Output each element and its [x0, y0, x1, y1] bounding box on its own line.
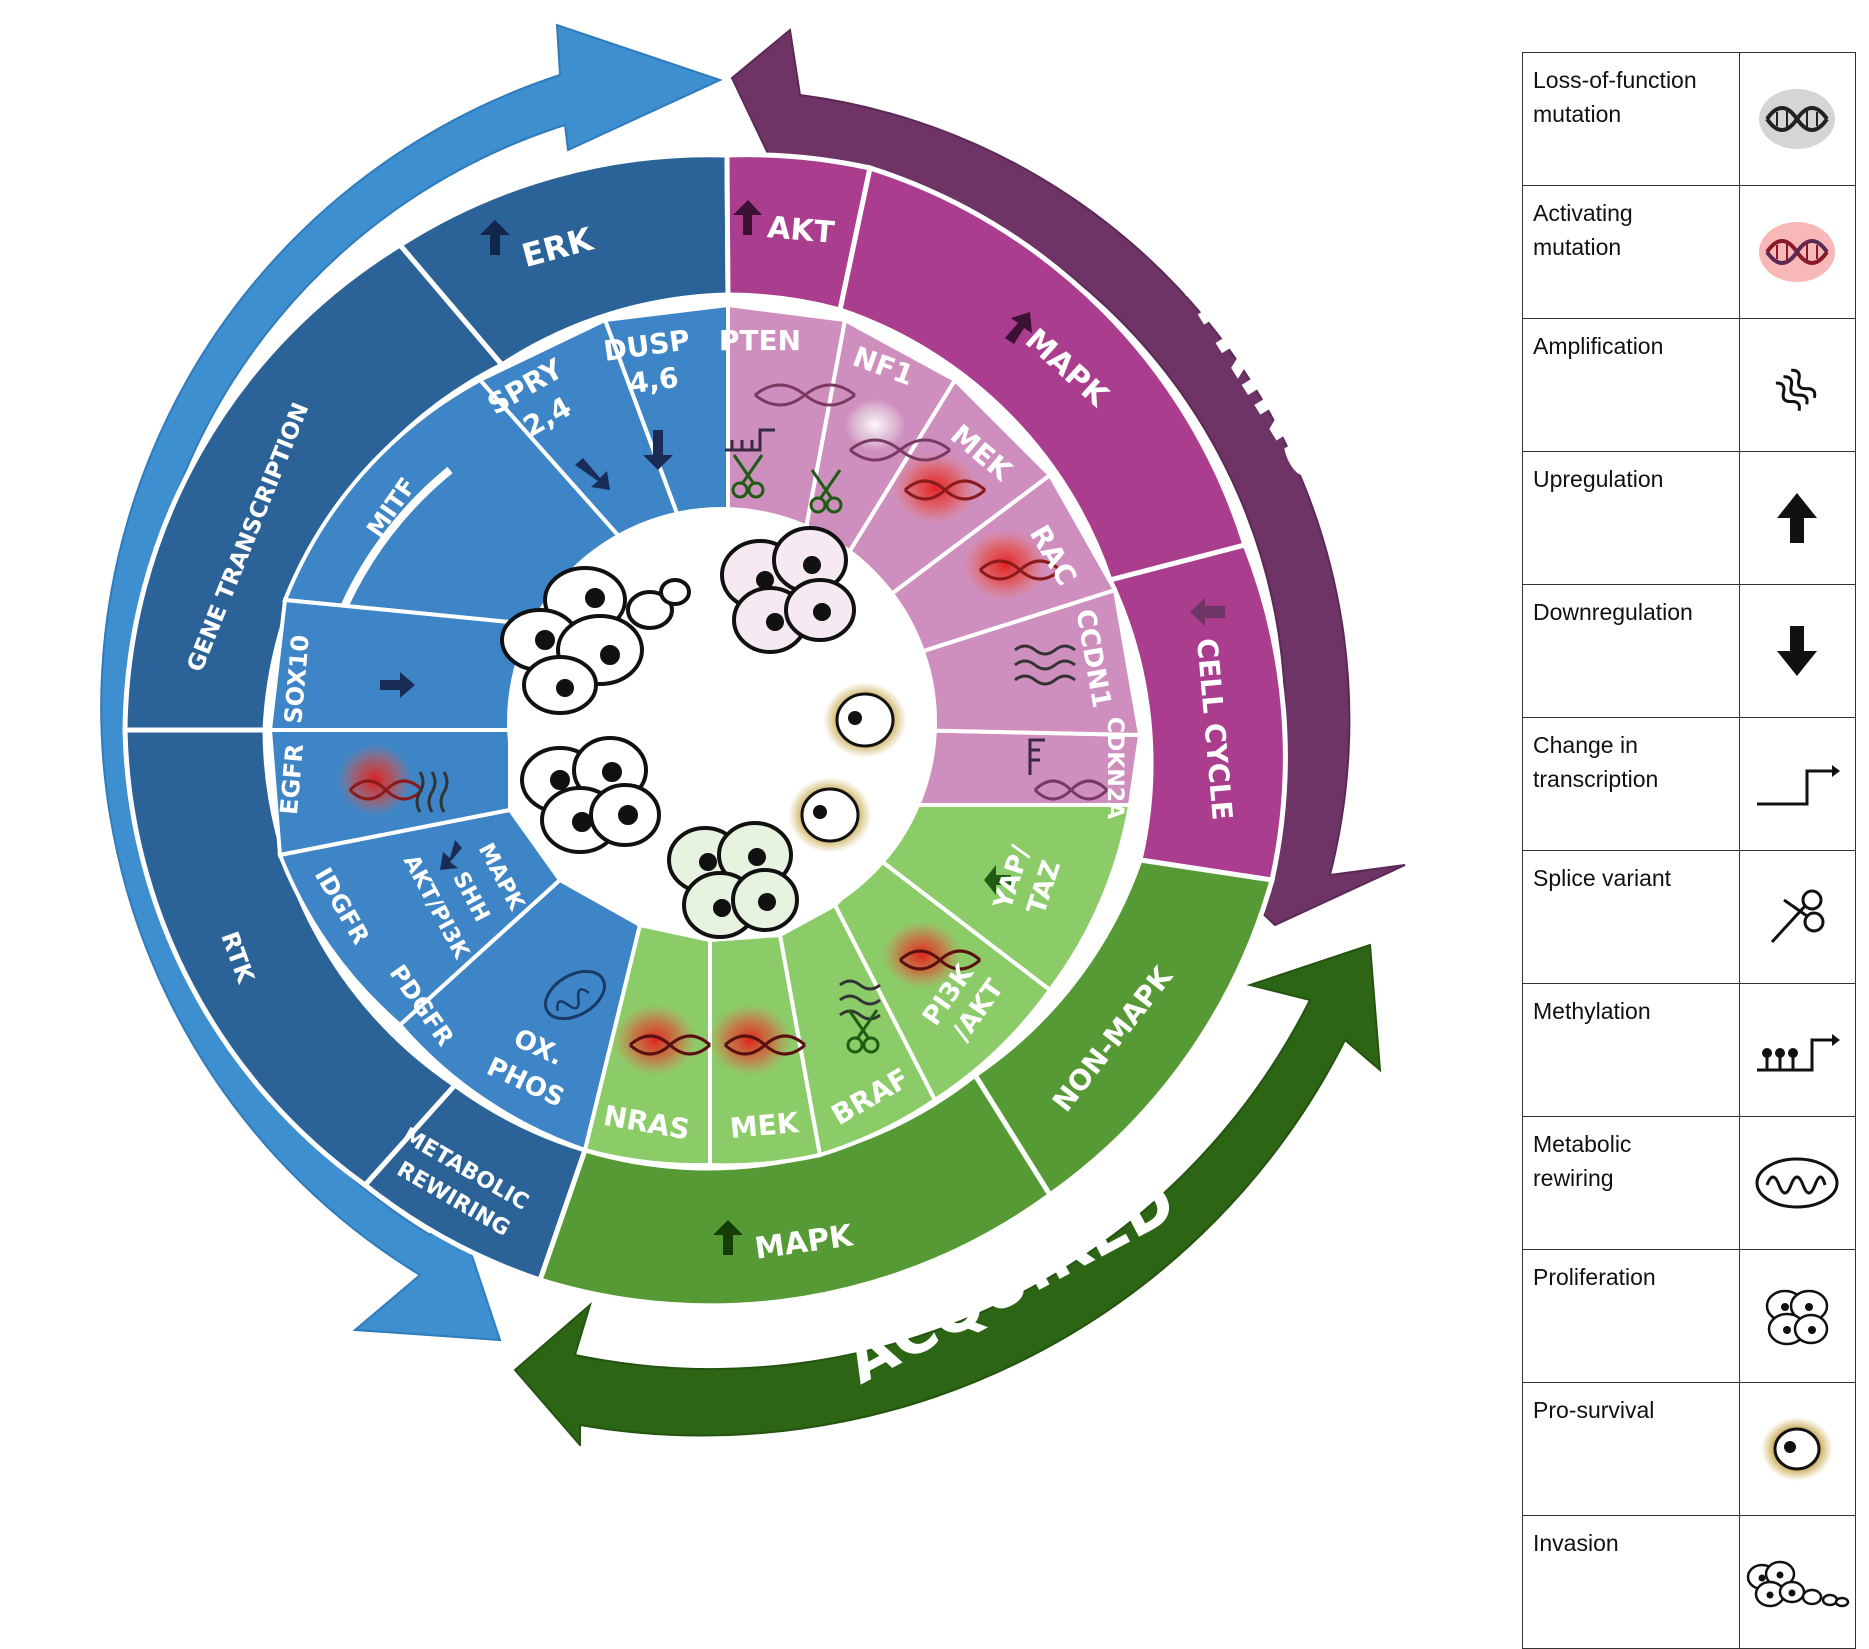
activating-glow-egfr: [337, 744, 413, 816]
resistance-wheel-diagram: ADAPTIVE INTRINSIC ACQUIRED ERK AKT MAPK…: [13, 23, 1406, 1446]
legend-label-line1: Downregulation: [1533, 599, 1693, 625]
legend-label-line1: Proliferation: [1533, 1264, 1656, 1290]
legend-row: Downregulation: [1522, 584, 1857, 718]
scissors-icons: [731, 454, 880, 1054]
legend-row: Change in transcription: [1522, 717, 1857, 851]
ring2-up-arrows: [480, 200, 1032, 1255]
mitf-divider-arc: [341, 466, 453, 607]
legend-label: Metabolic rewiring: [1522, 1116, 1740, 1250]
legend-label: Upregulation: [1522, 451, 1740, 585]
dna-loss-icon: [1738, 52, 1857, 186]
activating-glow-mek-green: [708, 1004, 792, 1076]
legend-label-line2: rewiring: [1533, 1165, 1614, 1191]
legend-label-line1: Upregulation: [1533, 466, 1664, 492]
dna-icons: [348, 383, 1109, 1056]
legend-label: Methylation: [1522, 983, 1740, 1117]
amplification-icon: [1738, 318, 1857, 452]
legend-label-line2: mutation: [1533, 234, 1622, 260]
label-dusp-line2: 4,6: [627, 361, 681, 401]
label-adaptive: ADAPTIVE: [13, 533, 97, 938]
mitochondria-icon: [544, 969, 606, 1021]
scissors-icon: [1738, 850, 1857, 984]
proliferation-icon: [1738, 1249, 1857, 1383]
legend-label-line1: Amplification: [1533, 333, 1664, 359]
legend-label: Invasion: [1522, 1515, 1740, 1649]
invasion-icon: [1738, 1515, 1857, 1649]
legend-row: Proliferation: [1522, 1249, 1857, 1383]
legend-label-line1: Metabolic: [1533, 1131, 1632, 1157]
label-pten: PTEN: [719, 324, 801, 357]
legend-label-line1: Pro-survival: [1533, 1397, 1655, 1423]
up-arrow-icon: [1738, 451, 1857, 585]
legend-label: Splice variant: [1522, 850, 1740, 984]
activating-glow-pi3k: [882, 921, 962, 989]
seg-mapk-top: [837, 164, 1249, 584]
proliferation-cluster-pink-icon: [720, 526, 856, 654]
legend-row: Metabolic rewiring: [1522, 1116, 1857, 1250]
acquired-arrow: [513, 943, 1382, 1446]
pro-survival-cell-top-icon: [823, 682, 907, 758]
mitochondria-icon: [1738, 1116, 1857, 1250]
invasion-cluster-icon: [500, 566, 691, 715]
methylation-icon: [1738, 983, 1857, 1117]
legend-row: Loss-of-function mutation: [1522, 52, 1857, 186]
label-egfr: EGFR: [275, 743, 309, 816]
legend-label-line1: Loss-of-function: [1533, 67, 1697, 93]
legend-label-line1: Splice variant: [1533, 865, 1672, 891]
legend-label: Proliferation: [1522, 1249, 1740, 1383]
legend-label: Downregulation: [1522, 584, 1740, 718]
legend-label-line1: Activating: [1533, 200, 1633, 226]
legend-row: Activating mutation: [1522, 185, 1857, 319]
down-arrow-icon: [1738, 584, 1857, 718]
pro-survival-cell-bottom-icon: [788, 777, 872, 853]
legend-label-line1: Change in: [1533, 732, 1638, 758]
pro-survival-icon: [1738, 1382, 1857, 1516]
activating-glow-rac: [963, 529, 1047, 601]
legend-label: Activating mutation: [1522, 185, 1740, 319]
legend-row: Invasion: [1522, 1515, 1857, 1649]
label-mek-green: MEK: [729, 1106, 802, 1145]
methylation-icons: [725, 428, 1045, 775]
proliferation-cluster-white-icon: [520, 736, 661, 854]
legend-label-line1: Methylation: [1533, 998, 1651, 1024]
legend-row: Splice variant: [1522, 850, 1857, 984]
legend-label: Change in transcription: [1522, 717, 1740, 851]
legend-label-line2: mutation: [1533, 101, 1622, 127]
activating-glow-mek-pink: [893, 452, 977, 524]
activating-glow-nras: [613, 1004, 697, 1076]
legend-label: Loss-of-function mutation: [1522, 52, 1740, 186]
legend-row: Methylation: [1522, 983, 1857, 1117]
legend-label: Pro-survival: [1522, 1382, 1740, 1516]
legend-label: Amplification: [1522, 318, 1740, 452]
label-cdkn2a: CDKN2A: [1102, 717, 1127, 819]
legend-label-line1: Invasion: [1533, 1530, 1619, 1556]
amplification-icons: [415, 644, 1076, 1021]
proliferation-cluster-green-icon: [667, 821, 799, 939]
legend-label-line2: transcription: [1533, 766, 1659, 792]
label-akt: AKT: [766, 210, 836, 251]
transcription-icon: [1738, 717, 1857, 851]
legend-row: Pro-survival: [1522, 1382, 1857, 1516]
dna-activating-icon: [1738, 185, 1857, 319]
inner-arrows: [380, 430, 1225, 895]
loss-glow-nf1: [845, 399, 905, 451]
legend-row: Amplification: [1522, 318, 1857, 452]
legend-row: Upregulation: [1522, 451, 1857, 585]
